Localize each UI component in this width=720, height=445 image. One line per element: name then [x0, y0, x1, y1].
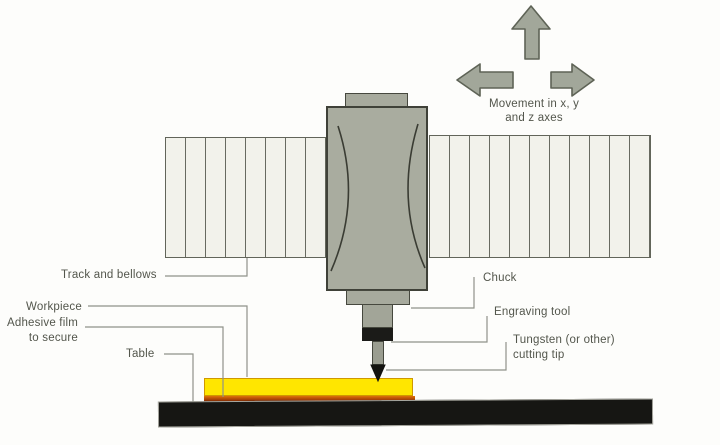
adhesive-film-layer [204, 396, 415, 403]
label-movement-axes: Movement in x, y and z axes [461, 97, 607, 125]
label-engraving-tool: Engraving tool [494, 306, 571, 318]
right-arrow-icon [550, 63, 595, 97]
label-tungsten-line1: Tungsten (or other) [513, 334, 615, 346]
workpiece-block [204, 378, 413, 396]
spindle-curve-right [407, 123, 426, 269]
label-table: Table [126, 348, 155, 360]
leader-adhesive-film [85, 326, 224, 397]
label-adhesive-film-line1: Adhesive film [7, 317, 78, 329]
left-arrow-icon [456, 63, 514, 97]
leader-engraving-tool [391, 316, 488, 343]
up-arrow-icon [511, 5, 551, 60]
leader-tungsten-tip [386, 342, 507, 371]
bellows-track-left [165, 137, 326, 258]
chuck [362, 328, 393, 341]
chuck-housing [362, 304, 393, 328]
cutting-tip [370, 364, 386, 383]
label-tungsten-line2: cutting tip [513, 349, 565, 361]
leader-chuck [411, 277, 475, 309]
bellows-track-right [429, 135, 651, 258]
label-tungsten-tip: Tungsten (or other) cutting tip [513, 333, 615, 363]
label-movement-line1: Movement in x, y [488, 98, 580, 110]
label-adhesive-film-line2: to secure [28, 332, 78, 344]
leader-track-and-bellows [165, 258, 248, 277]
leader-table [164, 353, 194, 402]
leader-workpiece [88, 305, 248, 377]
label-workpiece: Workpiece [26, 301, 82, 313]
spindle-curve-left [330, 125, 350, 272]
label-track-and-bellows: Track and bellows [61, 269, 157, 281]
label-movement-line2: and z axes [505, 112, 563, 124]
label-adhesive-film: Adhesive film to secure [6, 316, 78, 346]
label-chuck: Chuck [483, 272, 517, 284]
